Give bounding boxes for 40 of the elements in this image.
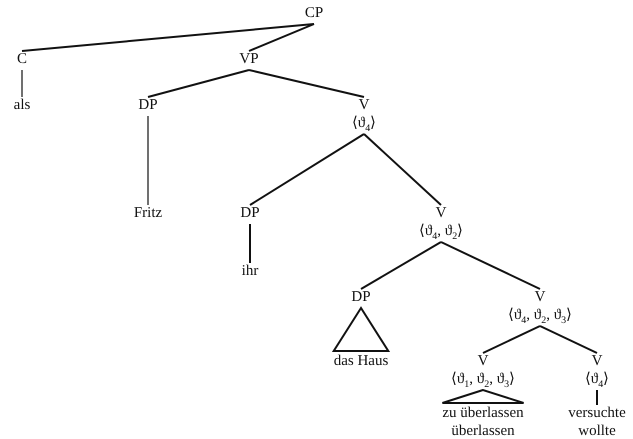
feature-label: ⟨ϑ$_{1}$, ϑ$_{2}$, ϑ$_{3}$⟩: [450, 370, 516, 388]
constituent-triangle: [332, 306, 390, 352]
tree-branch: [22, 23, 314, 52]
word-label: versuchte: [568, 404, 626, 422]
feature-label: ⟨ϑ$_{4}$, ϑ$_{2}$⟩: [418, 222, 464, 240]
tree-branch: [363, 133, 442, 206]
feature-label: ⟨ϑ$_{4}$⟩: [352, 114, 376, 132]
tree-branch: [596, 390, 598, 405]
word-label: ihr: [242, 262, 258, 280]
category-label: DP: [138, 96, 158, 114]
word-label: zu überlassen: [442, 404, 524, 422]
feature-label: ⟨ϑ$_{4}$⟩: [584, 370, 610, 388]
constituent-triangle: [441, 388, 525, 404]
word-label: Fritz: [134, 204, 162, 222]
word-label: als: [14, 96, 30, 114]
tree-branch: [249, 133, 365, 206]
tree-branch: [248, 69, 364, 98]
tree-branch: [440, 241, 540, 290]
feature-label: ⟨ϑ$_{4}$, ϑ$_{2}$, ϑ$_{3}$⟩: [508, 306, 572, 324]
category-label: VP: [239, 50, 259, 68]
tree-branch: [540, 325, 598, 354]
category-label: V: [476, 352, 490, 370]
category-label: V: [434, 204, 448, 222]
category-label: DP: [240, 204, 260, 222]
category-label: DP: [351, 288, 371, 306]
category-label: V: [358, 96, 370, 114]
category-label: V: [590, 352, 604, 370]
word-label: überlassen: [450, 422, 516, 439]
word-label: das Haus: [334, 352, 388, 370]
tree-branch: [248, 23, 314, 52]
category-label: C: [17, 50, 27, 68]
tree-branch: [482, 325, 540, 354]
tree-branch: [148, 69, 250, 98]
tree-branch: [21, 70, 23, 97]
tree-branch: [147, 116, 149, 205]
word-label: wollte: [577, 422, 617, 439]
category-label: V: [534, 288, 546, 306]
category-label: CP: [304, 4, 324, 22]
tree-branch: [249, 224, 251, 263]
tree-branch: [360, 241, 442, 290]
